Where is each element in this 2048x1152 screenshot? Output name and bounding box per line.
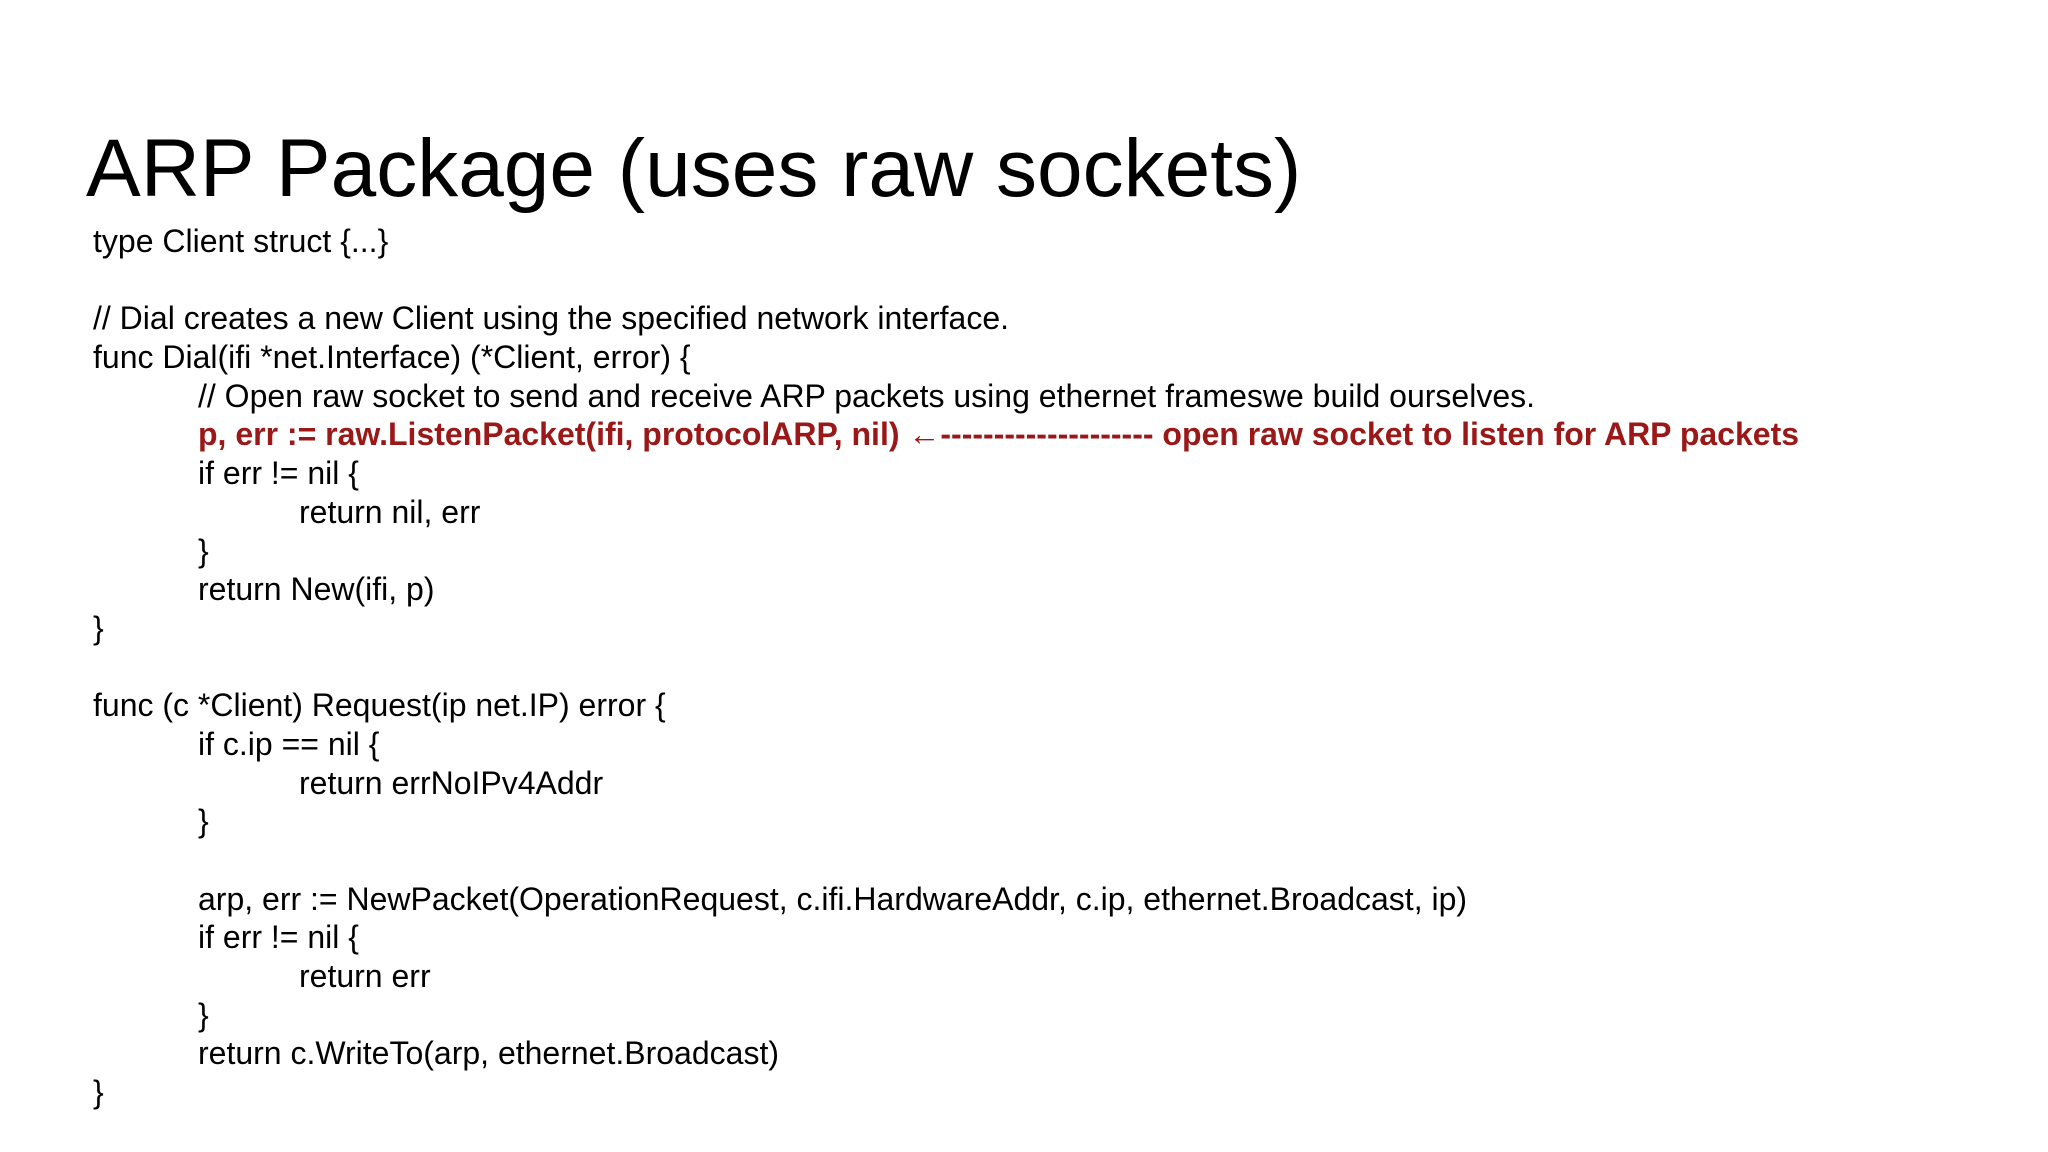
code-line <box>93 648 1799 687</box>
code-line: arp, err := NewPacket(OperationRequest, … <box>198 880 1468 917</box>
code-block: type Client struct {...} // Dial creates… <box>93 222 1799 1112</box>
code-line: type Client struct {...} <box>93 223 389 259</box>
slide-title: ARP Package (uses raw sockets) <box>86 123 1302 214</box>
code-line: } <box>198 532 209 569</box>
code-line: return errNoIPv4Addr <box>299 764 604 801</box>
code-line: // Dial creates a new Client using the s… <box>93 300 1010 337</box>
code-line: if err != nil { <box>198 455 359 492</box>
code-line: return nil, err <box>299 493 481 530</box>
code-line: } <box>93 1074 104 1111</box>
code-line: if err != nil { <box>198 919 359 956</box>
code-line <box>93 261 1799 300</box>
code-line: return err <box>299 958 431 995</box>
code-line: return c.WriteTo(arp, ethernet.Broadcast… <box>198 1035 779 1072</box>
code-line <box>93 841 1799 880</box>
code-line: // Open raw socket to send and receive A… <box>198 377 1536 414</box>
code-line: } <box>198 803 209 840</box>
code-line: func (c *Client) Request(ip net.IP) erro… <box>93 687 666 724</box>
highlighted-code-line: p, err := raw.ListenPacket(ifi, protocol… <box>198 416 1800 453</box>
code-line: } <box>93 609 104 646</box>
code-line: if c.ip == nil { <box>198 725 380 762</box>
code-line: return New(ifi, p) <box>198 571 435 608</box>
code-line: func Dial(ifi *net.Interface) (*Client, … <box>93 339 691 376</box>
code-line: } <box>198 996 209 1033</box>
